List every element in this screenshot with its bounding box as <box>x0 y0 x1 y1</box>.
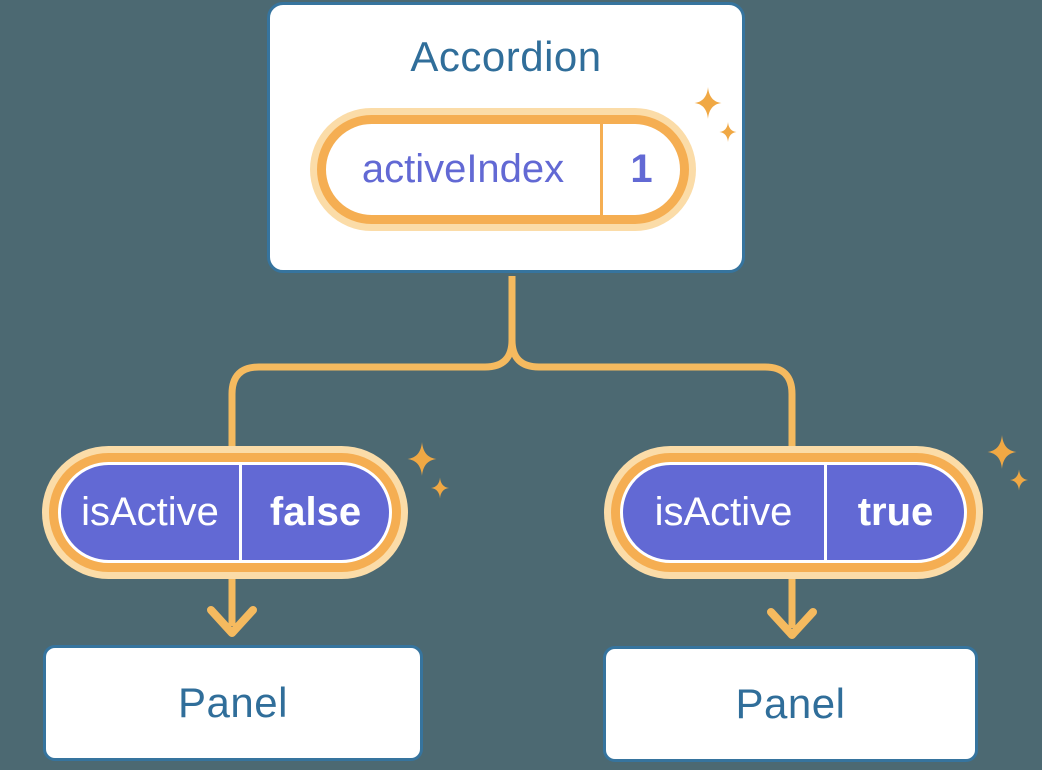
panel-title: Panel <box>735 680 846 727</box>
panel-card-left: Panel <box>43 645 423 761</box>
arrowhead-left-icon <box>207 606 257 637</box>
connector-right <box>508 276 796 628</box>
arrowhead-right-icon <box>767 608 817 639</box>
panel-title: Panel <box>178 679 288 726</box>
sparkle-icon <box>1010 469 1028 491</box>
prop-label: isActive <box>654 490 793 534</box>
panel-card-right: Panel <box>603 646 978 762</box>
state-pill-divider <box>600 124 603 215</box>
accordion-title: Accordion <box>410 33 602 80</box>
state-pill-activeindex: activeIndex 1 <box>317 115 689 224</box>
state-value: 1 <box>630 147 653 191</box>
sparkle-icon <box>987 435 1017 469</box>
accordion-component-card: Accordion activeIndex 1 <box>267 2 745 273</box>
prop-value: true <box>857 490 934 534</box>
prop-pill-divider <box>824 465 827 560</box>
sparkle-icon <box>431 477 449 499</box>
connector-left <box>228 276 516 626</box>
prop-pill-isactive-false: isActive false <box>58 462 392 563</box>
state-label: activeIndex <box>361 147 565 191</box>
prop-pill-isactive-true: isActive true <box>620 462 967 563</box>
prop-value: false <box>269 490 362 534</box>
sparkle-icon <box>407 442 437 476</box>
prop-label: isActive <box>81 490 219 534</box>
